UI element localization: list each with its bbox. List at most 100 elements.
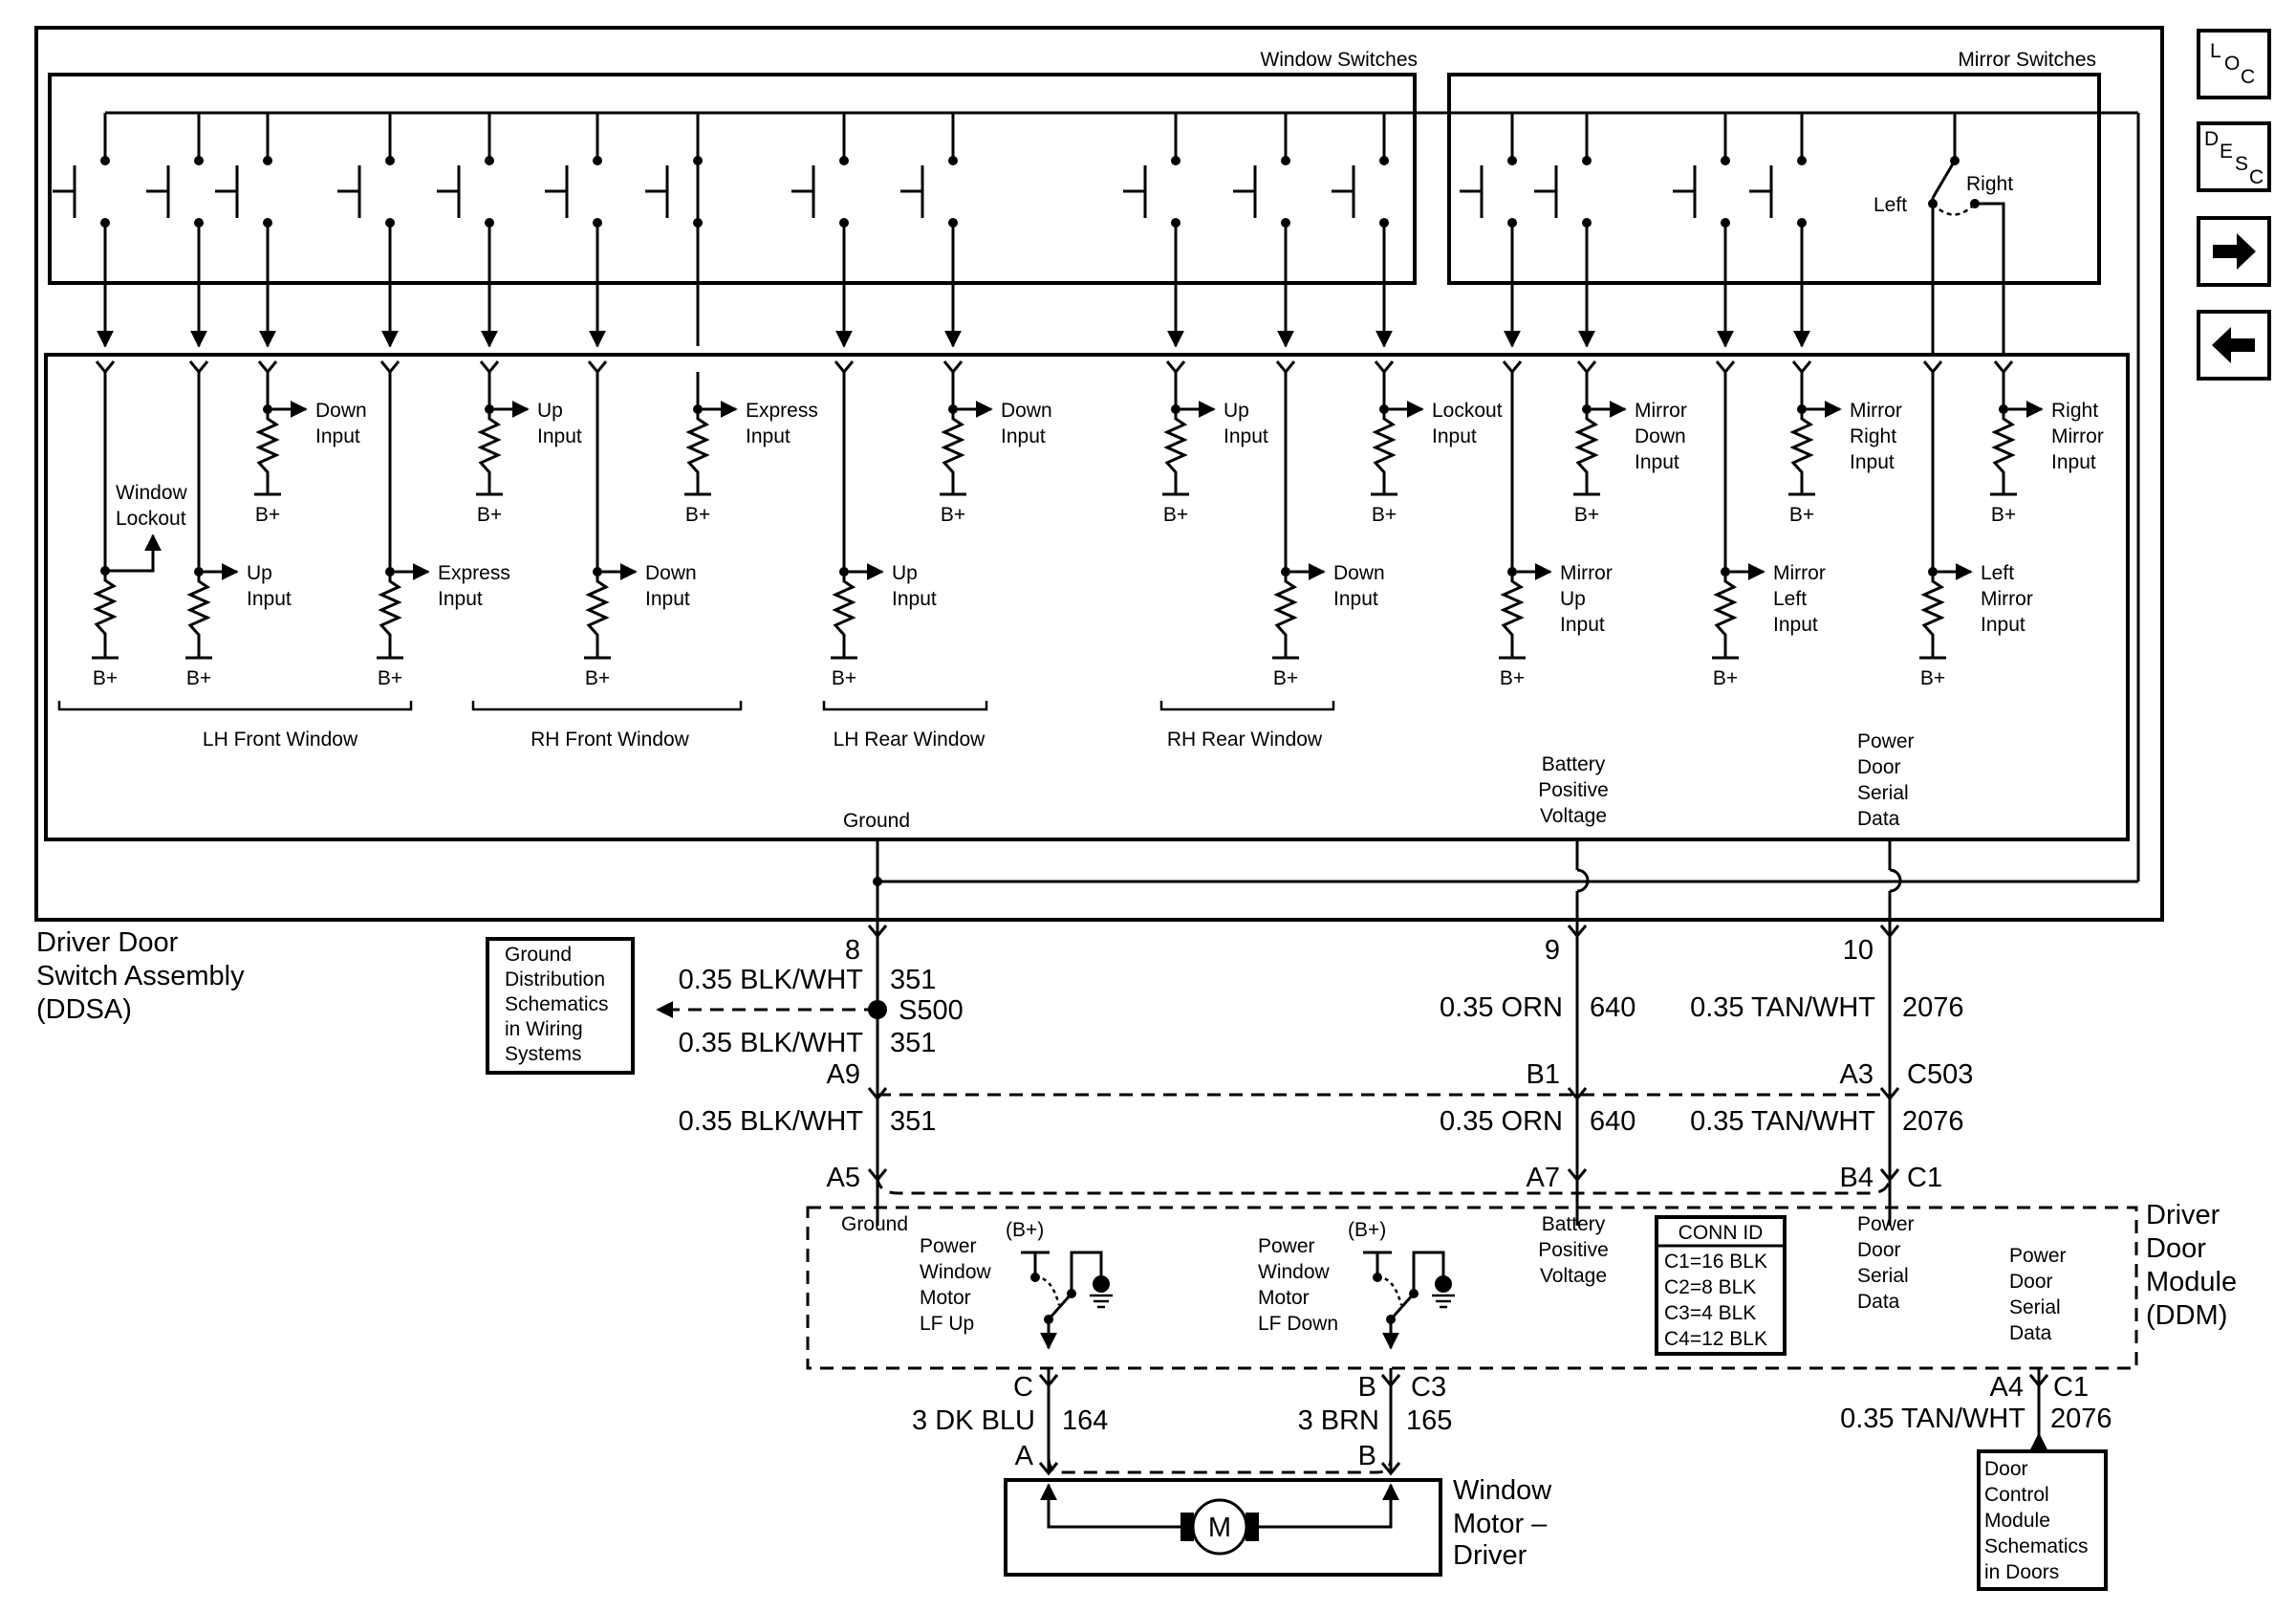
switch-1a[interactable]	[53, 113, 110, 228]
svg-text:D: D	[2204, 128, 2219, 150]
svg-text:Input: Input	[1001, 425, 1046, 447]
door-control-module-link[interactable]: Door Control Module Schematics in Doors	[1977, 1432, 2108, 1591]
conn-terminal-3	[1879, 925, 1900, 939]
terminal-11	[1374, 360, 1395, 375]
pullup-lower-1	[185, 563, 239, 660]
pullup-upper-7	[1573, 401, 1627, 496]
pullup-upper-6	[1371, 401, 1424, 496]
desc-button[interactable]: D E S C	[2197, 121, 2271, 192]
svg-text:in Doors: in Doors	[1984, 1561, 2059, 1583]
svg-text:Window: Window	[1258, 1261, 1331, 1283]
terminal-6	[587, 360, 608, 375]
svg-text:Power: Power	[2009, 1245, 2067, 1267]
next-page-button[interactable]	[2197, 216, 2271, 287]
switch-lockout[interactable]	[1332, 113, 1389, 228]
pullup-upper-3	[684, 401, 738, 496]
conn-terminal-14	[1380, 1462, 1401, 1476]
svg-text:Input: Input	[1773, 614, 1818, 636]
terminal-8	[942, 360, 964, 375]
switch-2a[interactable]	[215, 113, 272, 228]
ddsa-title-2: Switch Assembly	[36, 961, 245, 991]
svg-text:Module: Module	[2146, 1267, 2237, 1297]
svg-text:Express: Express	[438, 562, 510, 584]
switch-5b[interactable]	[1233, 113, 1290, 228]
svg-text:351: 351	[890, 965, 936, 995]
bplus-label-17: B+	[1920, 667, 1945, 689]
svg-text:640: 640	[1590, 992, 1635, 1023]
svg-text:(DDM): (DDM)	[2146, 1300, 2227, 1331]
switch-rear-down[interactable]	[645, 113, 703, 228]
svg-text:Door: Door	[1857, 756, 1901, 778]
relay-down: (B+)	[1348, 1219, 1455, 1350]
ddsa-battery-label: Battery Positive Voltage	[1538, 753, 1609, 827]
terminal-2	[188, 360, 209, 375]
svg-text:Input: Input	[1850, 451, 1895, 473]
bplus-label-15: B+	[1500, 667, 1525, 689]
svg-text:C1=16 BLK: C1=16 BLK	[1664, 1251, 1767, 1273]
conn-terminal-4	[867, 1087, 888, 1101]
svg-text:0.35 TAN/WHT: 0.35 TAN/WHT	[1840, 1404, 2025, 1434]
mirror-selector-switch[interactable]: Left Right	[1874, 113, 2013, 356]
svg-text:B: B	[1358, 1441, 1376, 1471]
bplus-label-4: B+	[941, 504, 965, 526]
svg-text:9: 9	[1545, 935, 1560, 966]
svg-text:Control: Control	[1984, 1484, 2049, 1506]
switch-7b[interactable]	[1749, 113, 1807, 228]
connector-c1-outline	[876, 1175, 1892, 1195]
svg-text:Motor: Motor	[920, 1287, 971, 1309]
bplus-label-5: B+	[1163, 504, 1188, 526]
svg-text:Up: Up	[892, 562, 918, 584]
switch-7a[interactable]	[1673, 113, 1730, 228]
svg-text:C2=8 BLK: C2=8 BLK	[1664, 1276, 1756, 1298]
svg-text:Input: Input	[247, 588, 292, 610]
switch-4b[interactable]	[900, 113, 958, 228]
svg-text:Voltage: Voltage	[1540, 805, 1607, 827]
group-rh-rear: RH Rear Window	[1167, 729, 1323, 751]
svg-text:Input: Input	[537, 425, 582, 447]
svg-text:Schematics: Schematics	[1984, 1535, 2089, 1557]
ddm-motor-up-label: Power Window Motor LF Up	[920, 1235, 992, 1335]
switch-4a[interactable]	[791, 113, 849, 228]
bplus-label-9: B+	[1991, 504, 2016, 526]
prev-page-button[interactable]	[2197, 310, 2271, 381]
svg-text:C3: C3	[1411, 1372, 1446, 1403]
svg-text:LF Up: LF Up	[920, 1313, 974, 1335]
switch-6a[interactable]	[1460, 113, 1517, 228]
switch-1b[interactable]	[146, 113, 204, 228]
svg-text:Power: Power	[920, 1235, 977, 1257]
svg-text:Up: Up	[247, 562, 272, 584]
svg-text:Input: Input	[1224, 425, 1268, 447]
switch-3b[interactable]	[545, 113, 602, 228]
arrow-right-icon	[2213, 233, 2256, 270]
ddsa-serial-label: Power Door Serial Data	[1857, 730, 1915, 830]
ddsa-outline	[34, 26, 2164, 922]
terminal-15	[1791, 360, 1812, 375]
ddm-ground-label: Ground	[841, 1213, 908, 1235]
ddm-serial-label-2: Power Door Serial Data	[2009, 1245, 2067, 1344]
switch-5a[interactable]	[1123, 113, 1180, 228]
ground-distribution-link[interactable]: Ground Distribution Schematics in Wiring…	[486, 937, 635, 1075]
svg-text:Battery: Battery	[1542, 753, 1606, 775]
switch-6b[interactable]	[1534, 113, 1592, 228]
svg-text:Down: Down	[1001, 400, 1052, 422]
svg-text:Power: Power	[1258, 1235, 1315, 1257]
switch-2b[interactable]	[337, 113, 395, 228]
splice-s500	[868, 1000, 887, 1019]
loc-button[interactable]: L O C	[2197, 29, 2271, 99]
svg-text:L: L	[2210, 40, 2221, 62]
svg-text:Down: Down	[1333, 562, 1385, 584]
ground-circuit-labels: 8 0.35 BLK/WHT 351 S500 0.35 BLK/WHT 351…	[679, 935, 964, 1193]
svg-text:164: 164	[1062, 1405, 1108, 1436]
svg-text:(B+): (B+)	[1006, 1219, 1044, 1241]
svg-text:640: 640	[1590, 1106, 1635, 1137]
svg-text:Lockout: Lockout	[116, 508, 186, 530]
switch-3a[interactable]	[437, 113, 494, 228]
switch-conductors	[97, 113, 2005, 572]
